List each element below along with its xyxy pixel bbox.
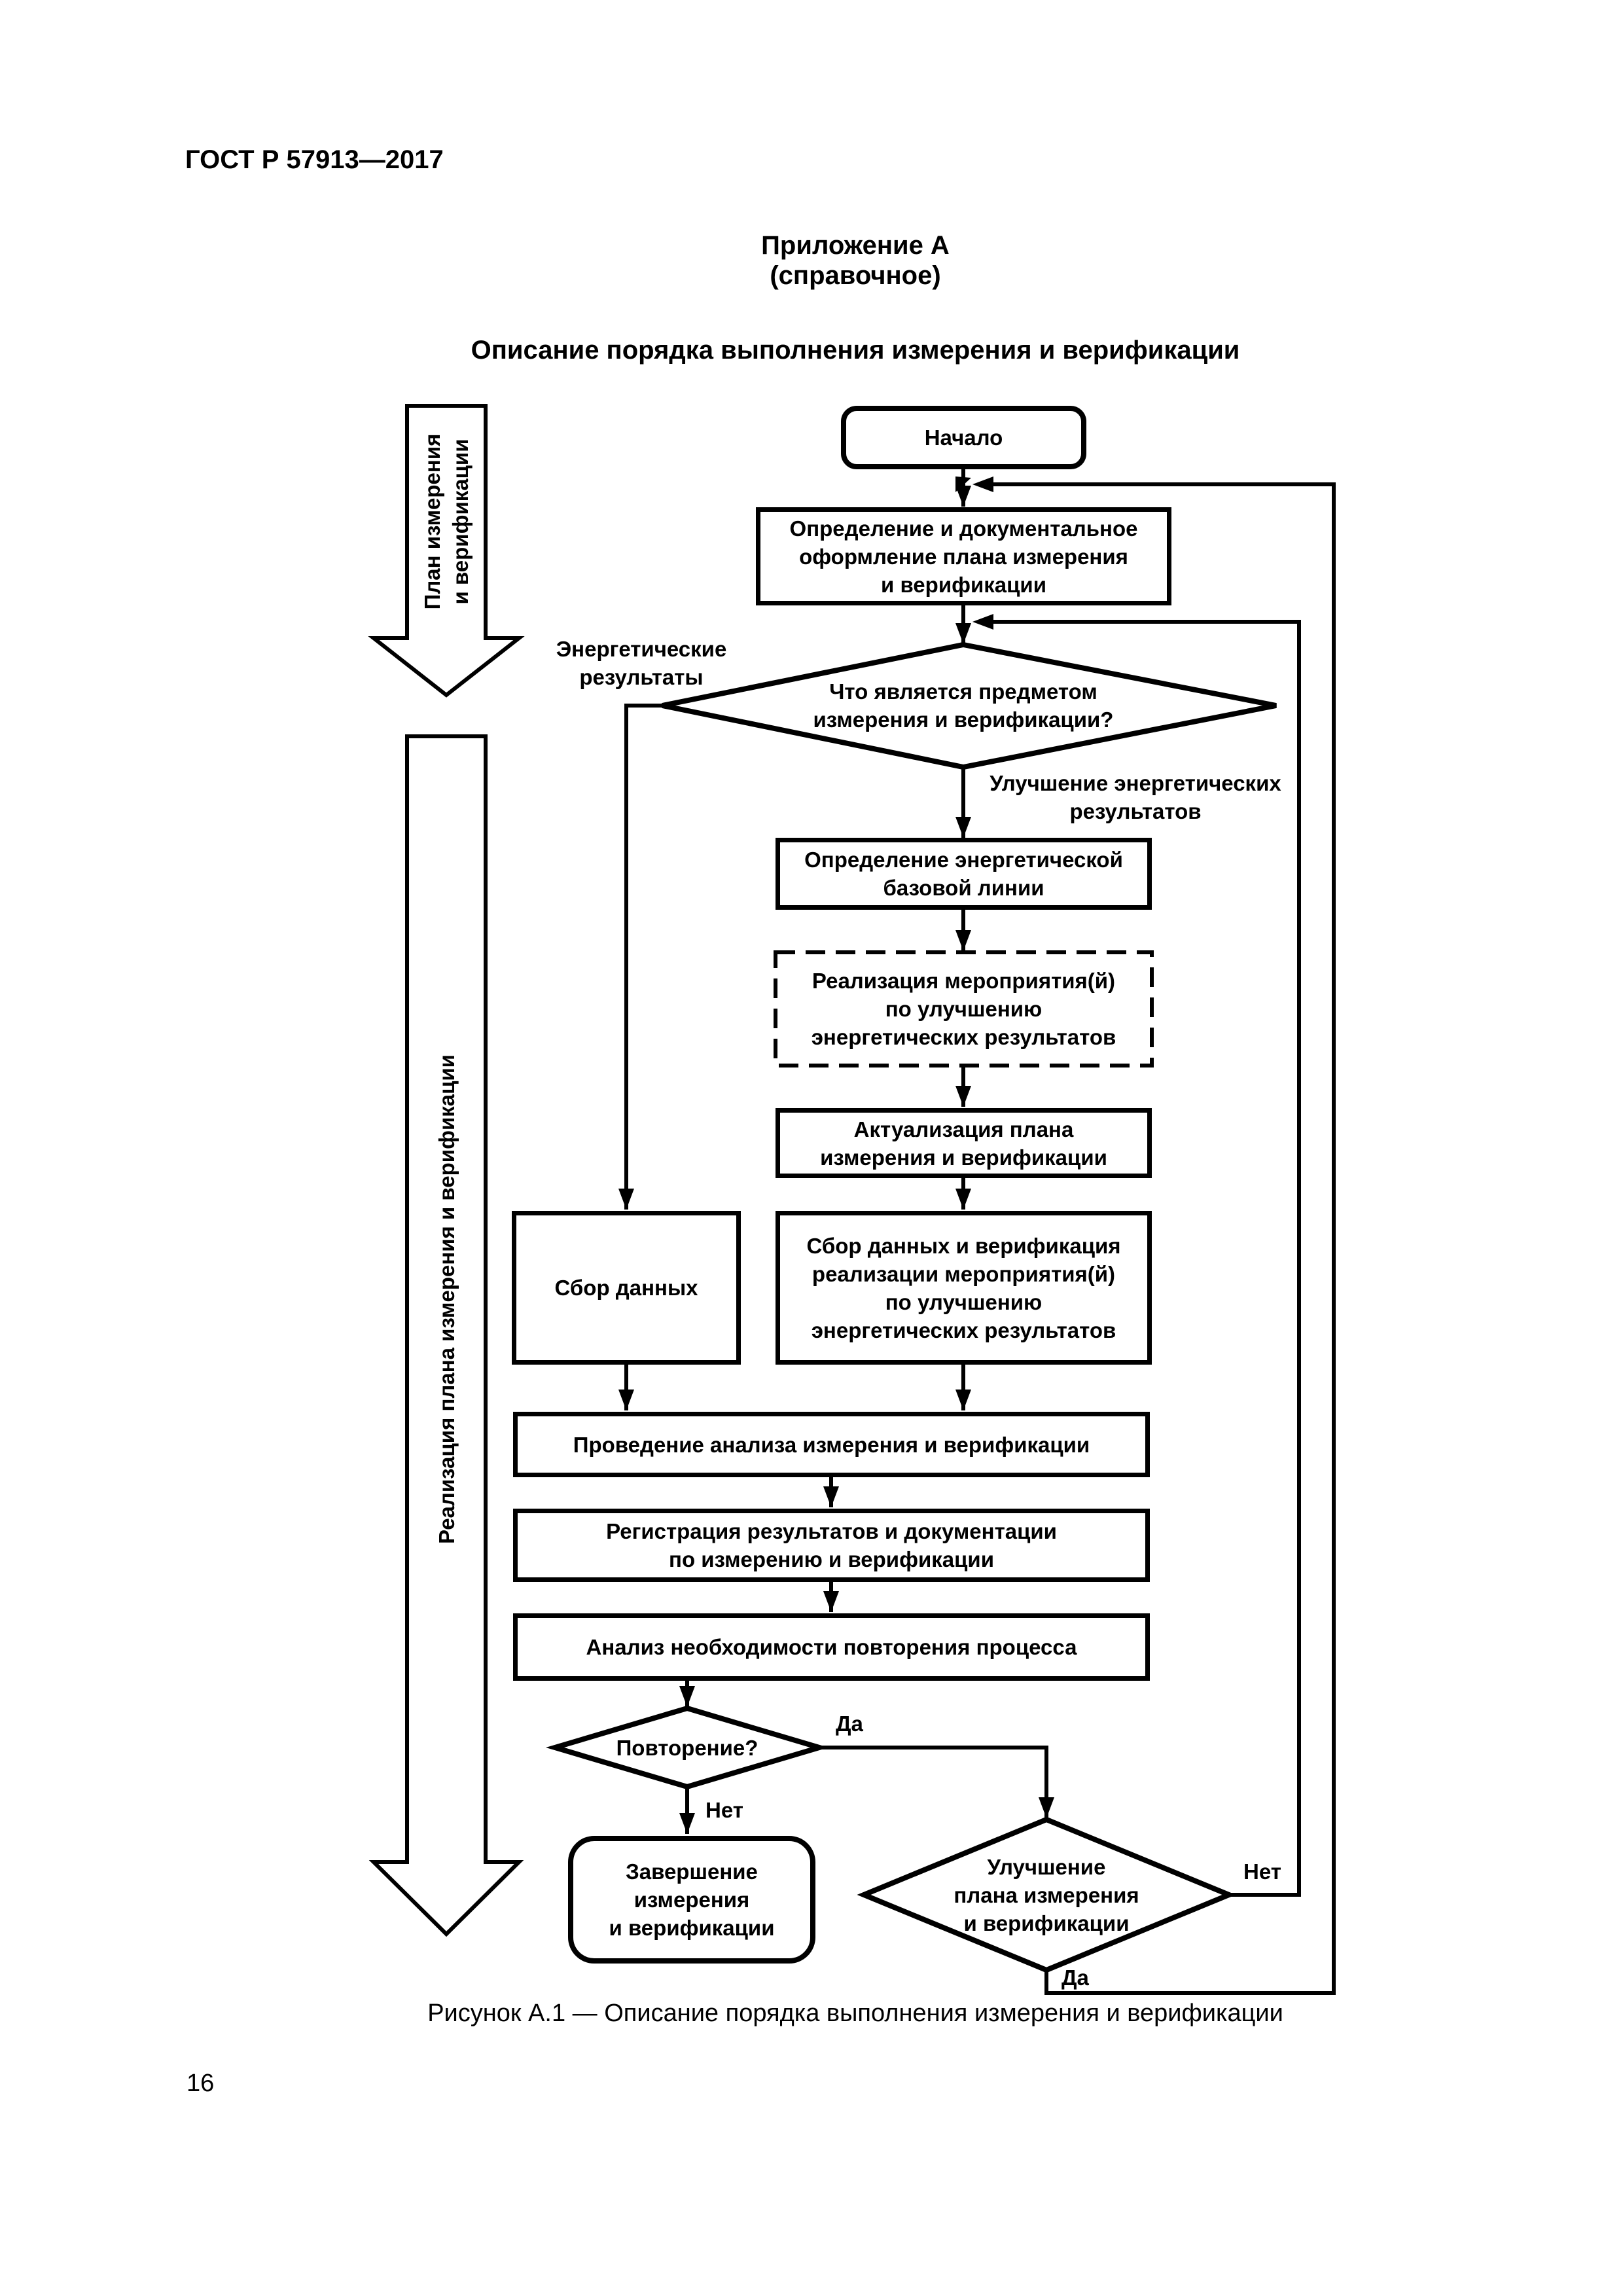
connector-improve-yes-feedback xyxy=(983,482,1336,1995)
label-repeat-yes: Да xyxy=(836,1712,863,1736)
label-improve-no: Нет xyxy=(1243,1859,1281,1884)
arrowhead-into-define xyxy=(955,486,971,507)
connector-energy-branch xyxy=(624,704,662,1210)
standard-number-header: ГОСТ Р 57913—2017 xyxy=(185,145,444,174)
page-number: 16 xyxy=(187,2070,215,2097)
arrowhead-into-baseline xyxy=(955,817,971,838)
arrowhead-into-register xyxy=(823,1486,839,1507)
label-plan-phase-arrow: План измерения и верификации xyxy=(420,433,473,610)
label-repeat-no: Нет xyxy=(705,1798,743,1822)
decision-subject-diamond xyxy=(662,641,1277,770)
node-update-plan: Актуализация плана измерения и верификац… xyxy=(776,1108,1152,1178)
node-repeat-question-label: Повторение? xyxy=(616,1735,758,1760)
node-register-results: Регистрация результатов и документации п… xyxy=(513,1509,1150,1582)
arrowhead-left-feedback-mid xyxy=(972,614,993,630)
connector-repeat-yes xyxy=(819,1746,1048,1818)
figure-caption: Рисунок А.1 — Описание порядка выполнени… xyxy=(427,2000,1283,2027)
arrowhead-into-analysis-left xyxy=(618,1390,634,1410)
label-improve-energy-results: Улучшение энергетических результатов xyxy=(990,771,1281,823)
node-implement-actions-label: Реализация мероприятия(й) по улучшению э… xyxy=(811,969,1116,1049)
arrowhead-into-repeatq xyxy=(679,1686,695,1707)
node-improve-plan-question-label: Улучшение плана измерения и верификации xyxy=(954,1854,1139,1935)
annex-heading: Приложение А xyxy=(761,231,950,260)
label-implement-phase-arrow: Реализация плана измерения и верификации xyxy=(434,1054,459,1544)
label-improve-yes: Да xyxy=(1061,1965,1089,1990)
arrowhead-into-update xyxy=(955,1086,971,1107)
annex-note: (справочное) xyxy=(770,261,941,290)
arrowhead-into-repeatanalysis xyxy=(823,1591,839,1612)
node-finish: Завершение измерения и верификации xyxy=(568,1836,815,1964)
flow-shapes xyxy=(368,404,1277,1973)
arrowhead-into-analysis-right xyxy=(955,1390,971,1410)
arrowhead-into-collect xyxy=(618,1189,634,1210)
decision-repeat-diamond xyxy=(545,1705,829,1790)
label-energy-results: Энергетические результаты xyxy=(556,637,727,689)
node-collect-verify: Сбор данных и верификация реализации мер… xyxy=(776,1211,1152,1365)
arrowhead-into-collectverify xyxy=(955,1189,971,1210)
arrowhead-into-improveq xyxy=(1039,1797,1054,1818)
decision-improve-plan-diamond xyxy=(857,1816,1236,1973)
plan-phase-big-arrow xyxy=(368,404,525,698)
node-subject-question-label: Что является предметом измерения и вериф… xyxy=(813,679,1114,732)
connector-improve-no-feedback xyxy=(983,620,1301,1897)
arrowhead-into-implement xyxy=(955,930,971,951)
figure-title: Описание порядка выполнения измерения и … xyxy=(471,336,1240,365)
arrowhead-into-finish xyxy=(679,1813,695,1834)
node-perform-analysis: Проведение анализа измерения и верификац… xyxy=(513,1412,1150,1477)
arrowhead-left-feedback-top xyxy=(972,476,993,492)
node-start: Начало xyxy=(841,406,1086,469)
node-define-plan: Определение и документальное оформление … xyxy=(756,507,1171,605)
arrowheads xyxy=(618,476,1054,1834)
arrowhead-into-subject xyxy=(955,623,971,644)
node-baseline: Определение энергетической базовой линии xyxy=(776,838,1152,910)
implement-phase-big-arrow xyxy=(368,734,524,1937)
node-collect-data: Сбор данных xyxy=(512,1211,741,1365)
implement-actions-dashed-box xyxy=(774,950,1154,1067)
node-repeat-need-analysis: Анализ необходимости повторения процесса xyxy=(513,1613,1150,1681)
